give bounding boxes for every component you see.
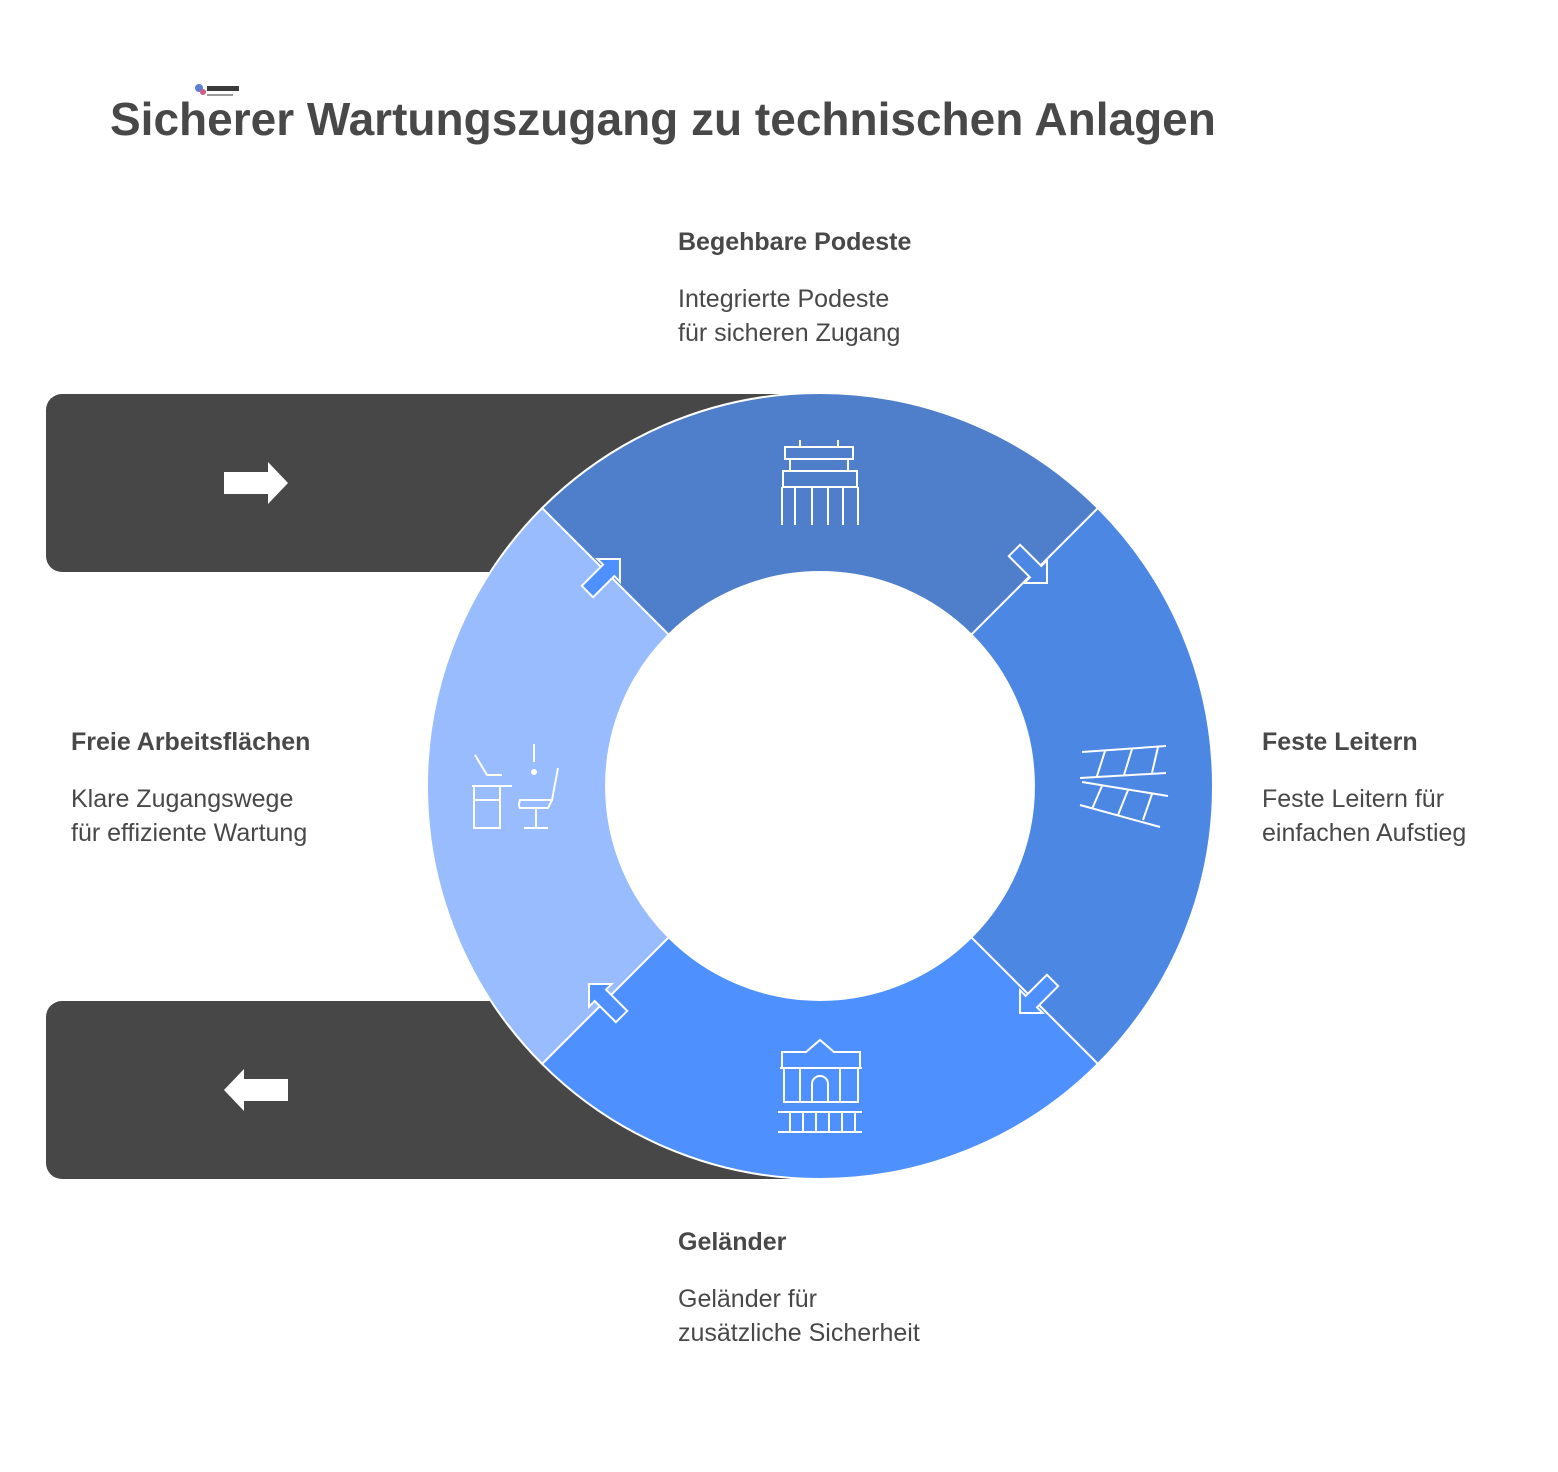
- step-desc-freie-arbeitsflaechen-line2: für effiziente Wartung: [71, 819, 308, 847]
- step-desc-freie-arbeitsflaechen-line1: Klare Zugangswege: [71, 785, 294, 813]
- flow-arrow-icon: [580, 558, 621, 599]
- segment-freie-arbeitsflaechen: [425, 506, 671, 1066]
- step-desc-feste-leitern-line2: einfachen Aufstieg: [1262, 819, 1467, 847]
- platform-icon: [781, 440, 859, 525]
- railing-icon: [778, 1038, 862, 1133]
- segment-gelaender: [540, 935, 1100, 1181]
- step-title-gelaender: Geländer: [678, 1228, 787, 1256]
- workspace-icon: [472, 744, 559, 829]
- segment-feste-leitern: [969, 506, 1215, 1066]
- step-desc-feste-leitern-line1: Feste Leitern für: [1262, 785, 1445, 813]
- flow-arrow-icon: [588, 983, 629, 1024]
- arrow-left-icon: [224, 1069, 288, 1111]
- arrow-right-icon: [224, 462, 288, 504]
- flow-arrow-icon: [1019, 973, 1060, 1014]
- step-desc-gelaender-line2: zusätzliche Sicherheit: [678, 1319, 920, 1347]
- step-desc-begehbare-podeste-line1: Integrierte Podeste: [678, 285, 890, 313]
- ladder-icon: [1079, 745, 1169, 828]
- step-title-begehbare-podeste: Begehbare Podeste: [678, 228, 912, 256]
- step-desc-begehbare-podeste-line2: für sicheren Zugang: [678, 319, 901, 347]
- fm-connect-logo: [195, 84, 239, 96]
- segment-begehbare-podeste: [540, 391, 1100, 637]
- step-desc-gelaender-line1: Geländer für: [678, 1285, 817, 1313]
- step-title-freie-arbeitsflaechen: Freie Arbeitsflächen: [71, 728, 311, 756]
- page-title: Sicherer Wartungszugang zu technischen A…: [110, 93, 1216, 145]
- step-title-feste-leitern: Feste Leitern: [1262, 728, 1418, 756]
- flow-arrow-icon: [1007, 543, 1048, 584]
